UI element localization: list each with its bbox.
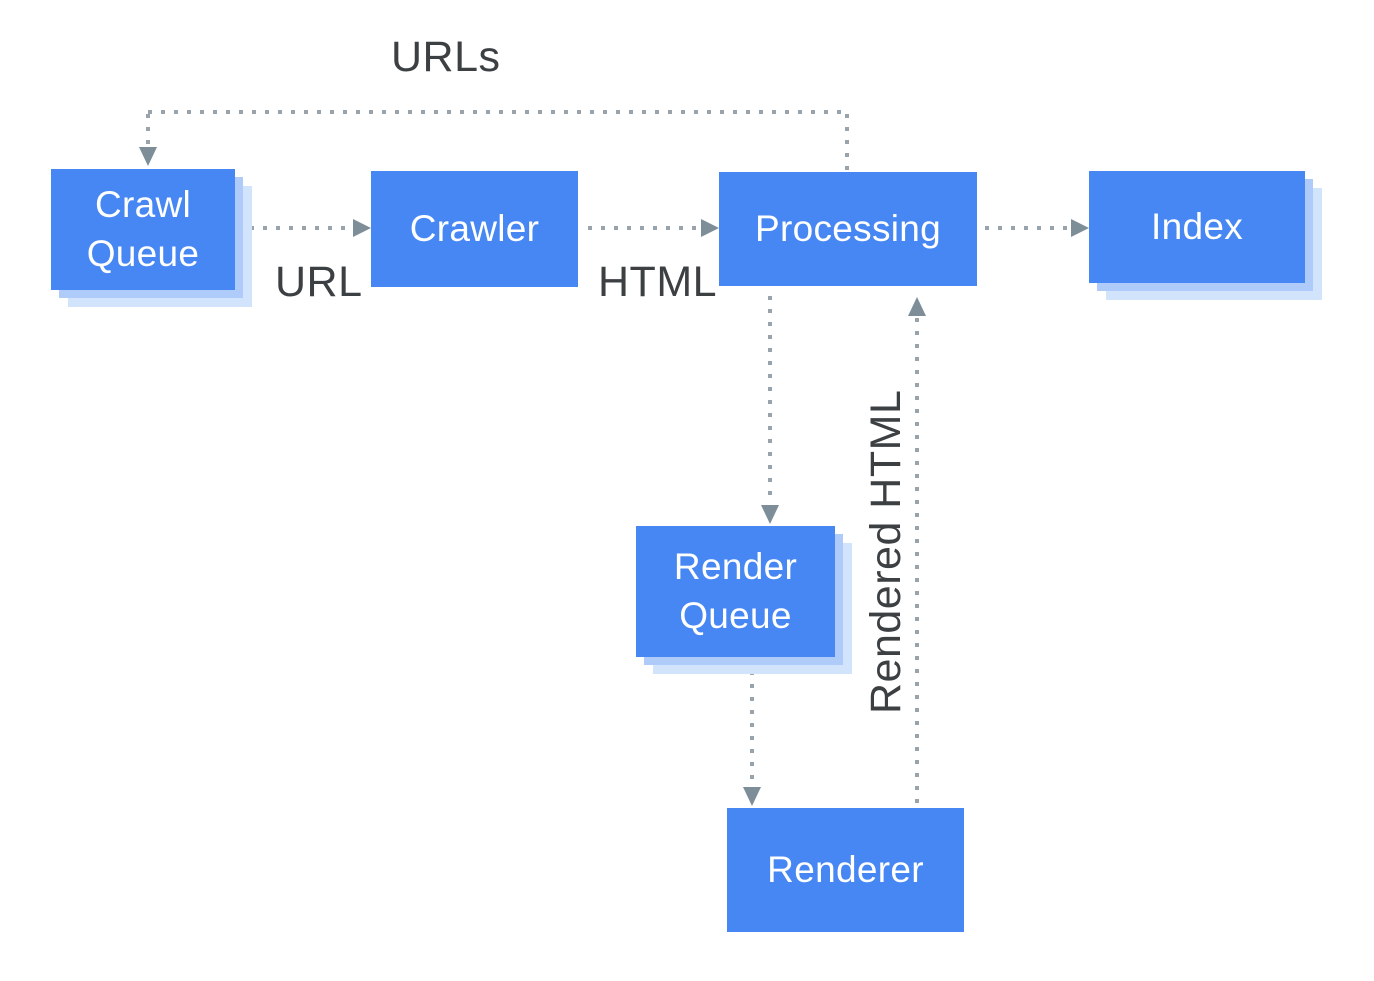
arrowhead-into-crawl-queue	[139, 147, 157, 166]
node-render-queue-label: Render Queue	[673, 546, 798, 636]
edge-renderqueue-to-renderer-line	[750, 671, 754, 785]
node-processing: Processing	[719, 172, 977, 286]
arrowhead-into-processing	[701, 219, 719, 237]
node-crawler: Crawler	[371, 171, 578, 287]
node-render-queue: Render Queue	[636, 526, 835, 657]
edge-renderer-to-processing-line	[915, 318, 919, 808]
node-processing-label: Processing	[754, 207, 942, 249]
node-renderer: Renderer	[727, 808, 964, 932]
edge-processing-to-crawlqueue-right-segment	[845, 114, 849, 172]
arrowhead-into-render-queue	[761, 505, 779, 524]
edge-processing-to-renderqueue-line	[768, 296, 772, 502]
edge-label-urls: URLs	[391, 33, 501, 81]
node-index-label: Index	[1150, 205, 1243, 247]
node-crawl-queue-label: Crawl Queue	[86, 184, 200, 274]
edge-processing-to-index-line	[985, 226, 1071, 230]
node-index: Index	[1089, 171, 1305, 283]
arrowhead-into-index	[1071, 219, 1089, 237]
edge-label-html: HTML	[598, 258, 718, 306]
edge-label-rendered-html: Rendered HTML	[862, 389, 910, 714]
edge-crawler-to-processing-line	[588, 226, 701, 230]
node-renderer-label: Renderer	[767, 848, 924, 890]
arrowhead-into-crawler	[353, 219, 371, 237]
edge-processing-to-crawlqueue-left-segment	[146, 114, 150, 144]
edge-crawlqueue-to-crawler-line	[250, 226, 355, 230]
edge-label-url: URL	[275, 258, 363, 306]
arrowhead-into-renderer	[743, 787, 761, 806]
node-crawl-queue: Crawl Queue	[51, 169, 235, 290]
edge-processing-to-crawlqueue-horizontal-line	[148, 110, 848, 114]
node-crawler-label: Crawler	[409, 207, 540, 249]
arrowhead-into-processing-bottom	[908, 297, 926, 316]
